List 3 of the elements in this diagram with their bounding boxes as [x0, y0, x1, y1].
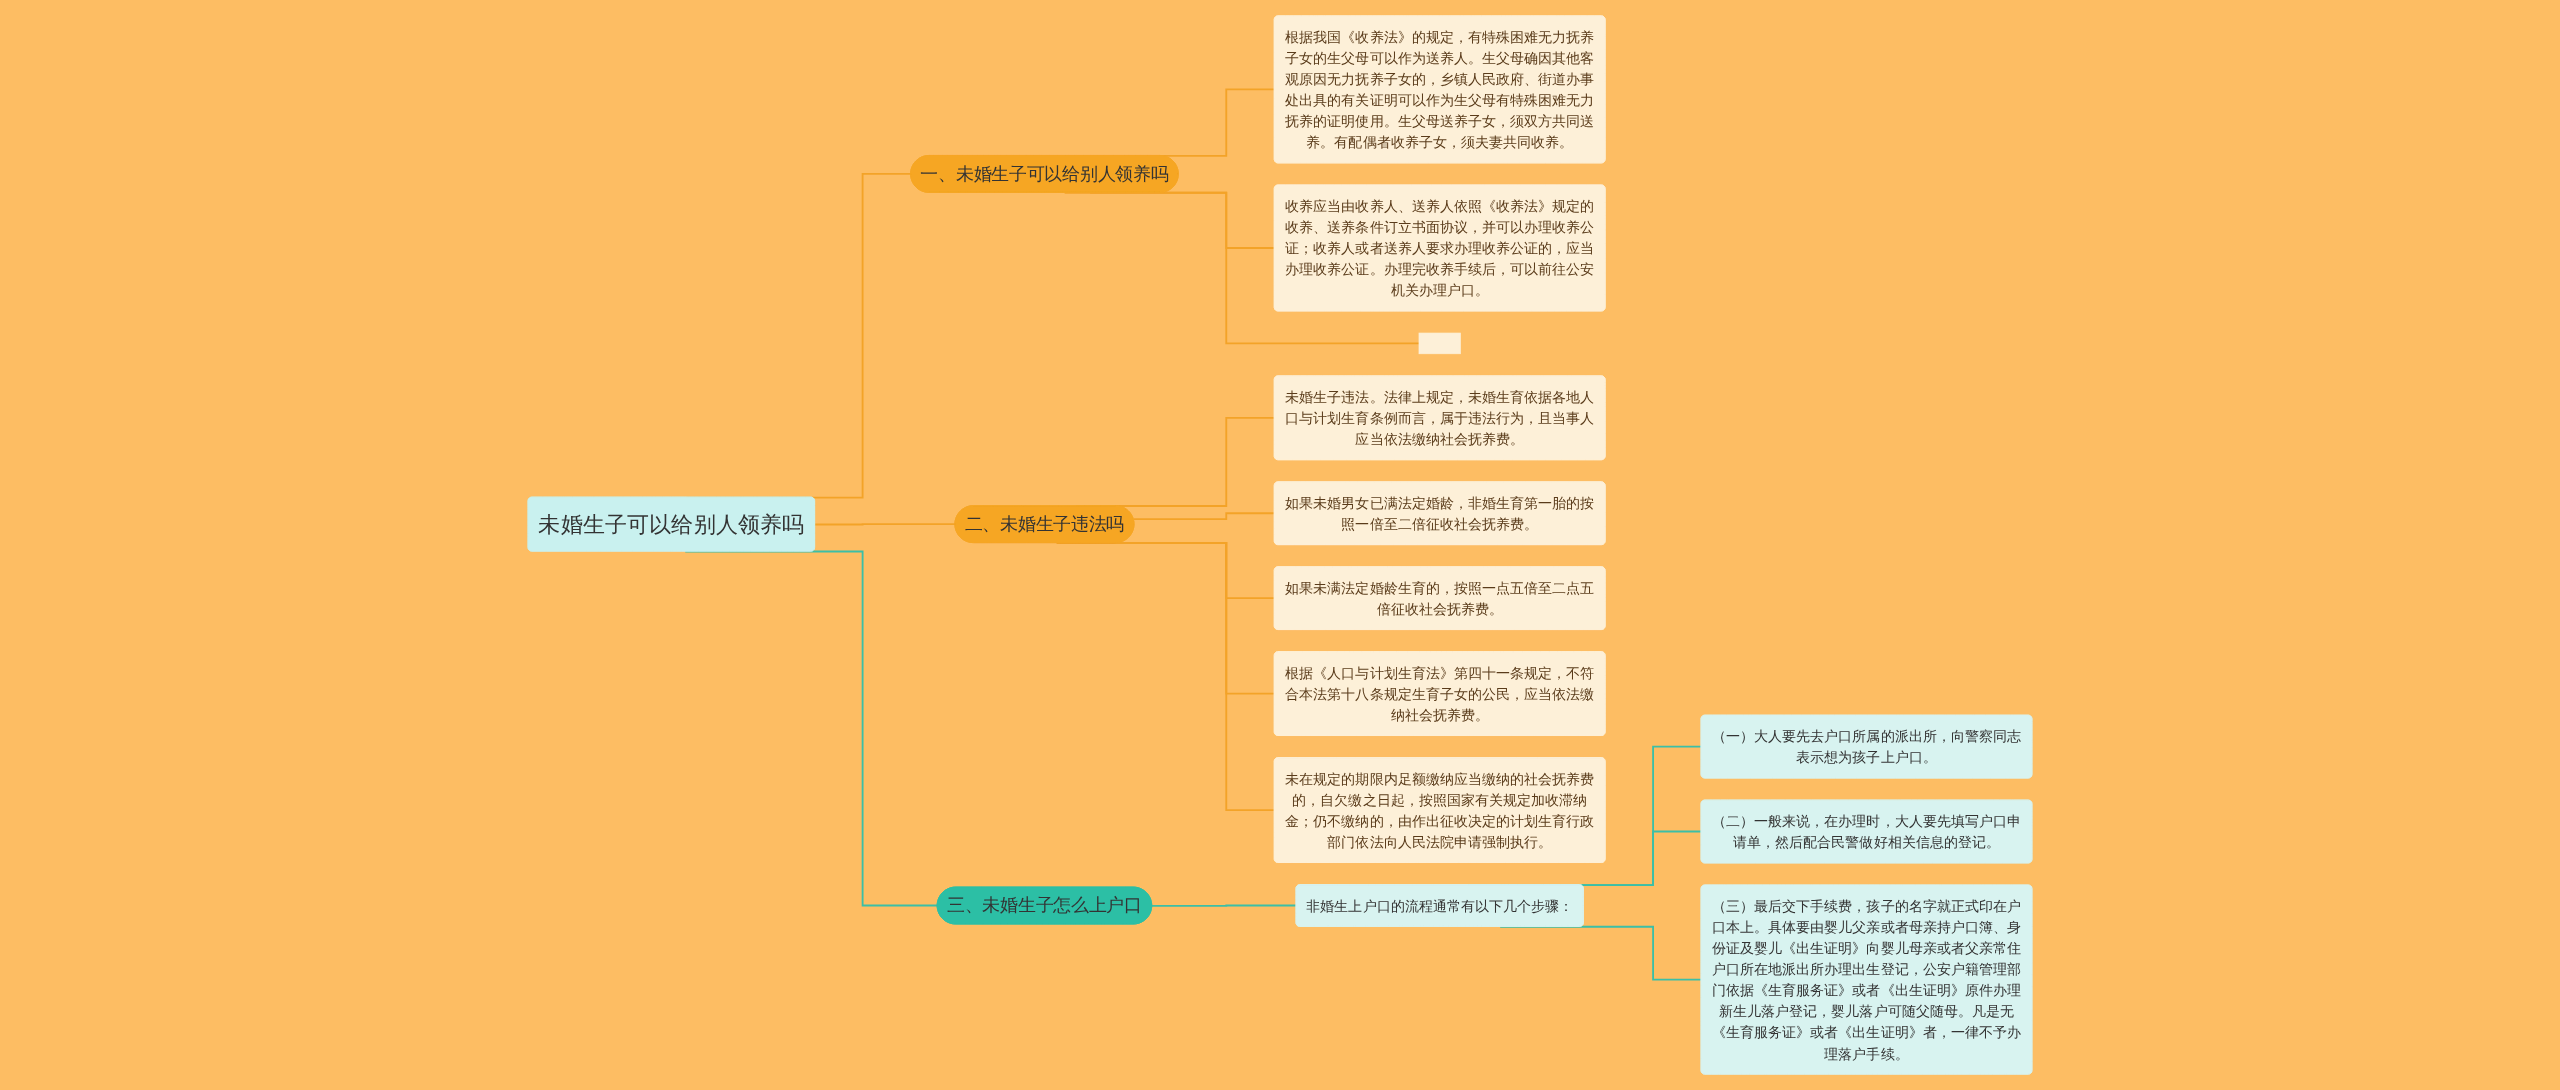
node-box: [1418, 332, 1461, 355]
connector: [1151, 904, 1298, 907]
connector: [1132, 512, 1276, 521]
